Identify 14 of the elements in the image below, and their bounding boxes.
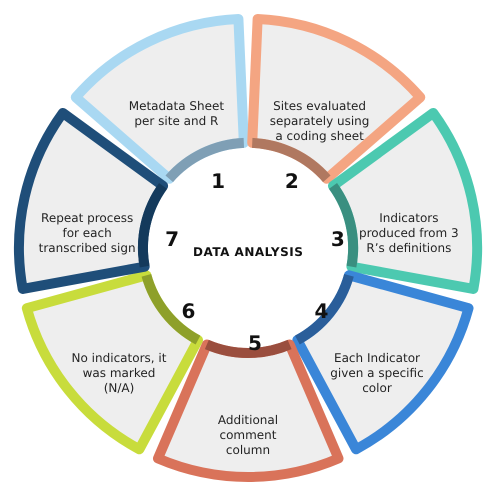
step-text: Metadata Sheet per site and R: [128, 99, 226, 130]
step-number: 1: [211, 171, 226, 192]
step-number: 3: [330, 229, 345, 250]
step-text: Additional comment column: [216, 413, 280, 458]
step-text: Repeat process for each transcribed sign: [38, 211, 137, 256]
step-number: 4: [314, 300, 328, 321]
step-number: 7: [165, 229, 180, 250]
step-text: Sites evaluated separately using a coding sheet: [270, 99, 370, 144]
step-number: 2: [284, 171, 299, 192]
center-title: DATA ANALYSIS: [193, 245, 304, 259]
step-number: 6: [182, 300, 196, 321]
step-text: No indicators, it was marked (N/A): [70, 350, 168, 396]
step-text: Each Indicator given a specific color: [329, 350, 425, 396]
step-text: Indicators produced from 3 R’s definitions: [358, 211, 459, 256]
